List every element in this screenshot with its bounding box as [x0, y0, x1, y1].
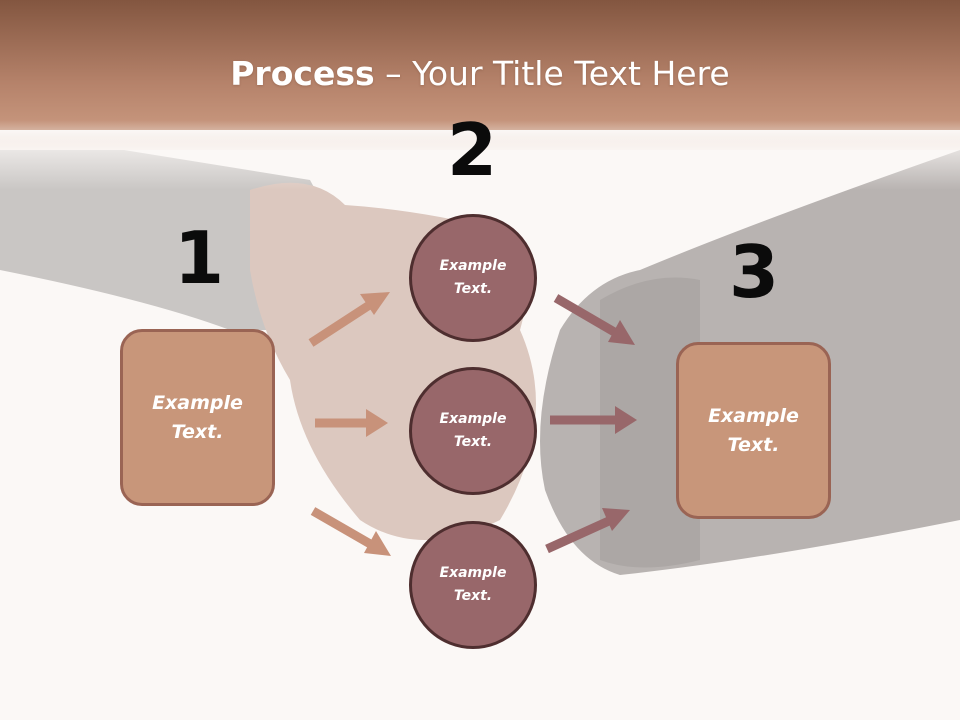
title-rest-part: – Your Title Text Here [374, 54, 730, 93]
arrow-to-top-circle [308, 292, 390, 347]
step-number-1: 1 [173, 216, 225, 300]
arrow-from-top-circle [553, 294, 635, 345]
step-2-circle-bottom: Example Text. [409, 521, 537, 649]
circle-middle-text: Example Text. [439, 411, 507, 450]
circle-top-text: Example Text. [439, 258, 507, 297]
arrow-from-middle-circle [550, 406, 637, 434]
arrow-to-bottom-circle [310, 507, 391, 556]
step-1-box-text: Example Text. [152, 391, 243, 443]
slide-title: Process – Your Title Text Here [0, 52, 960, 96]
title-bold-part: Process [230, 54, 375, 93]
circle-bottom-text: Example Text. [439, 565, 507, 604]
step-number-2: 2 [446, 108, 498, 192]
step-3-box-text: Example Text. [708, 404, 799, 456]
arrow-to-middle-circle [315, 409, 388, 437]
step-number-3: 3 [728, 230, 780, 314]
step-2-circle-top: Example Text. [409, 214, 537, 342]
step-2-circle-middle: Example Text. [409, 367, 537, 495]
step-1-box: Example Text. [120, 329, 275, 506]
arrow-from-bottom-circle [545, 508, 630, 554]
step-3-box: Example Text. [676, 342, 831, 519]
